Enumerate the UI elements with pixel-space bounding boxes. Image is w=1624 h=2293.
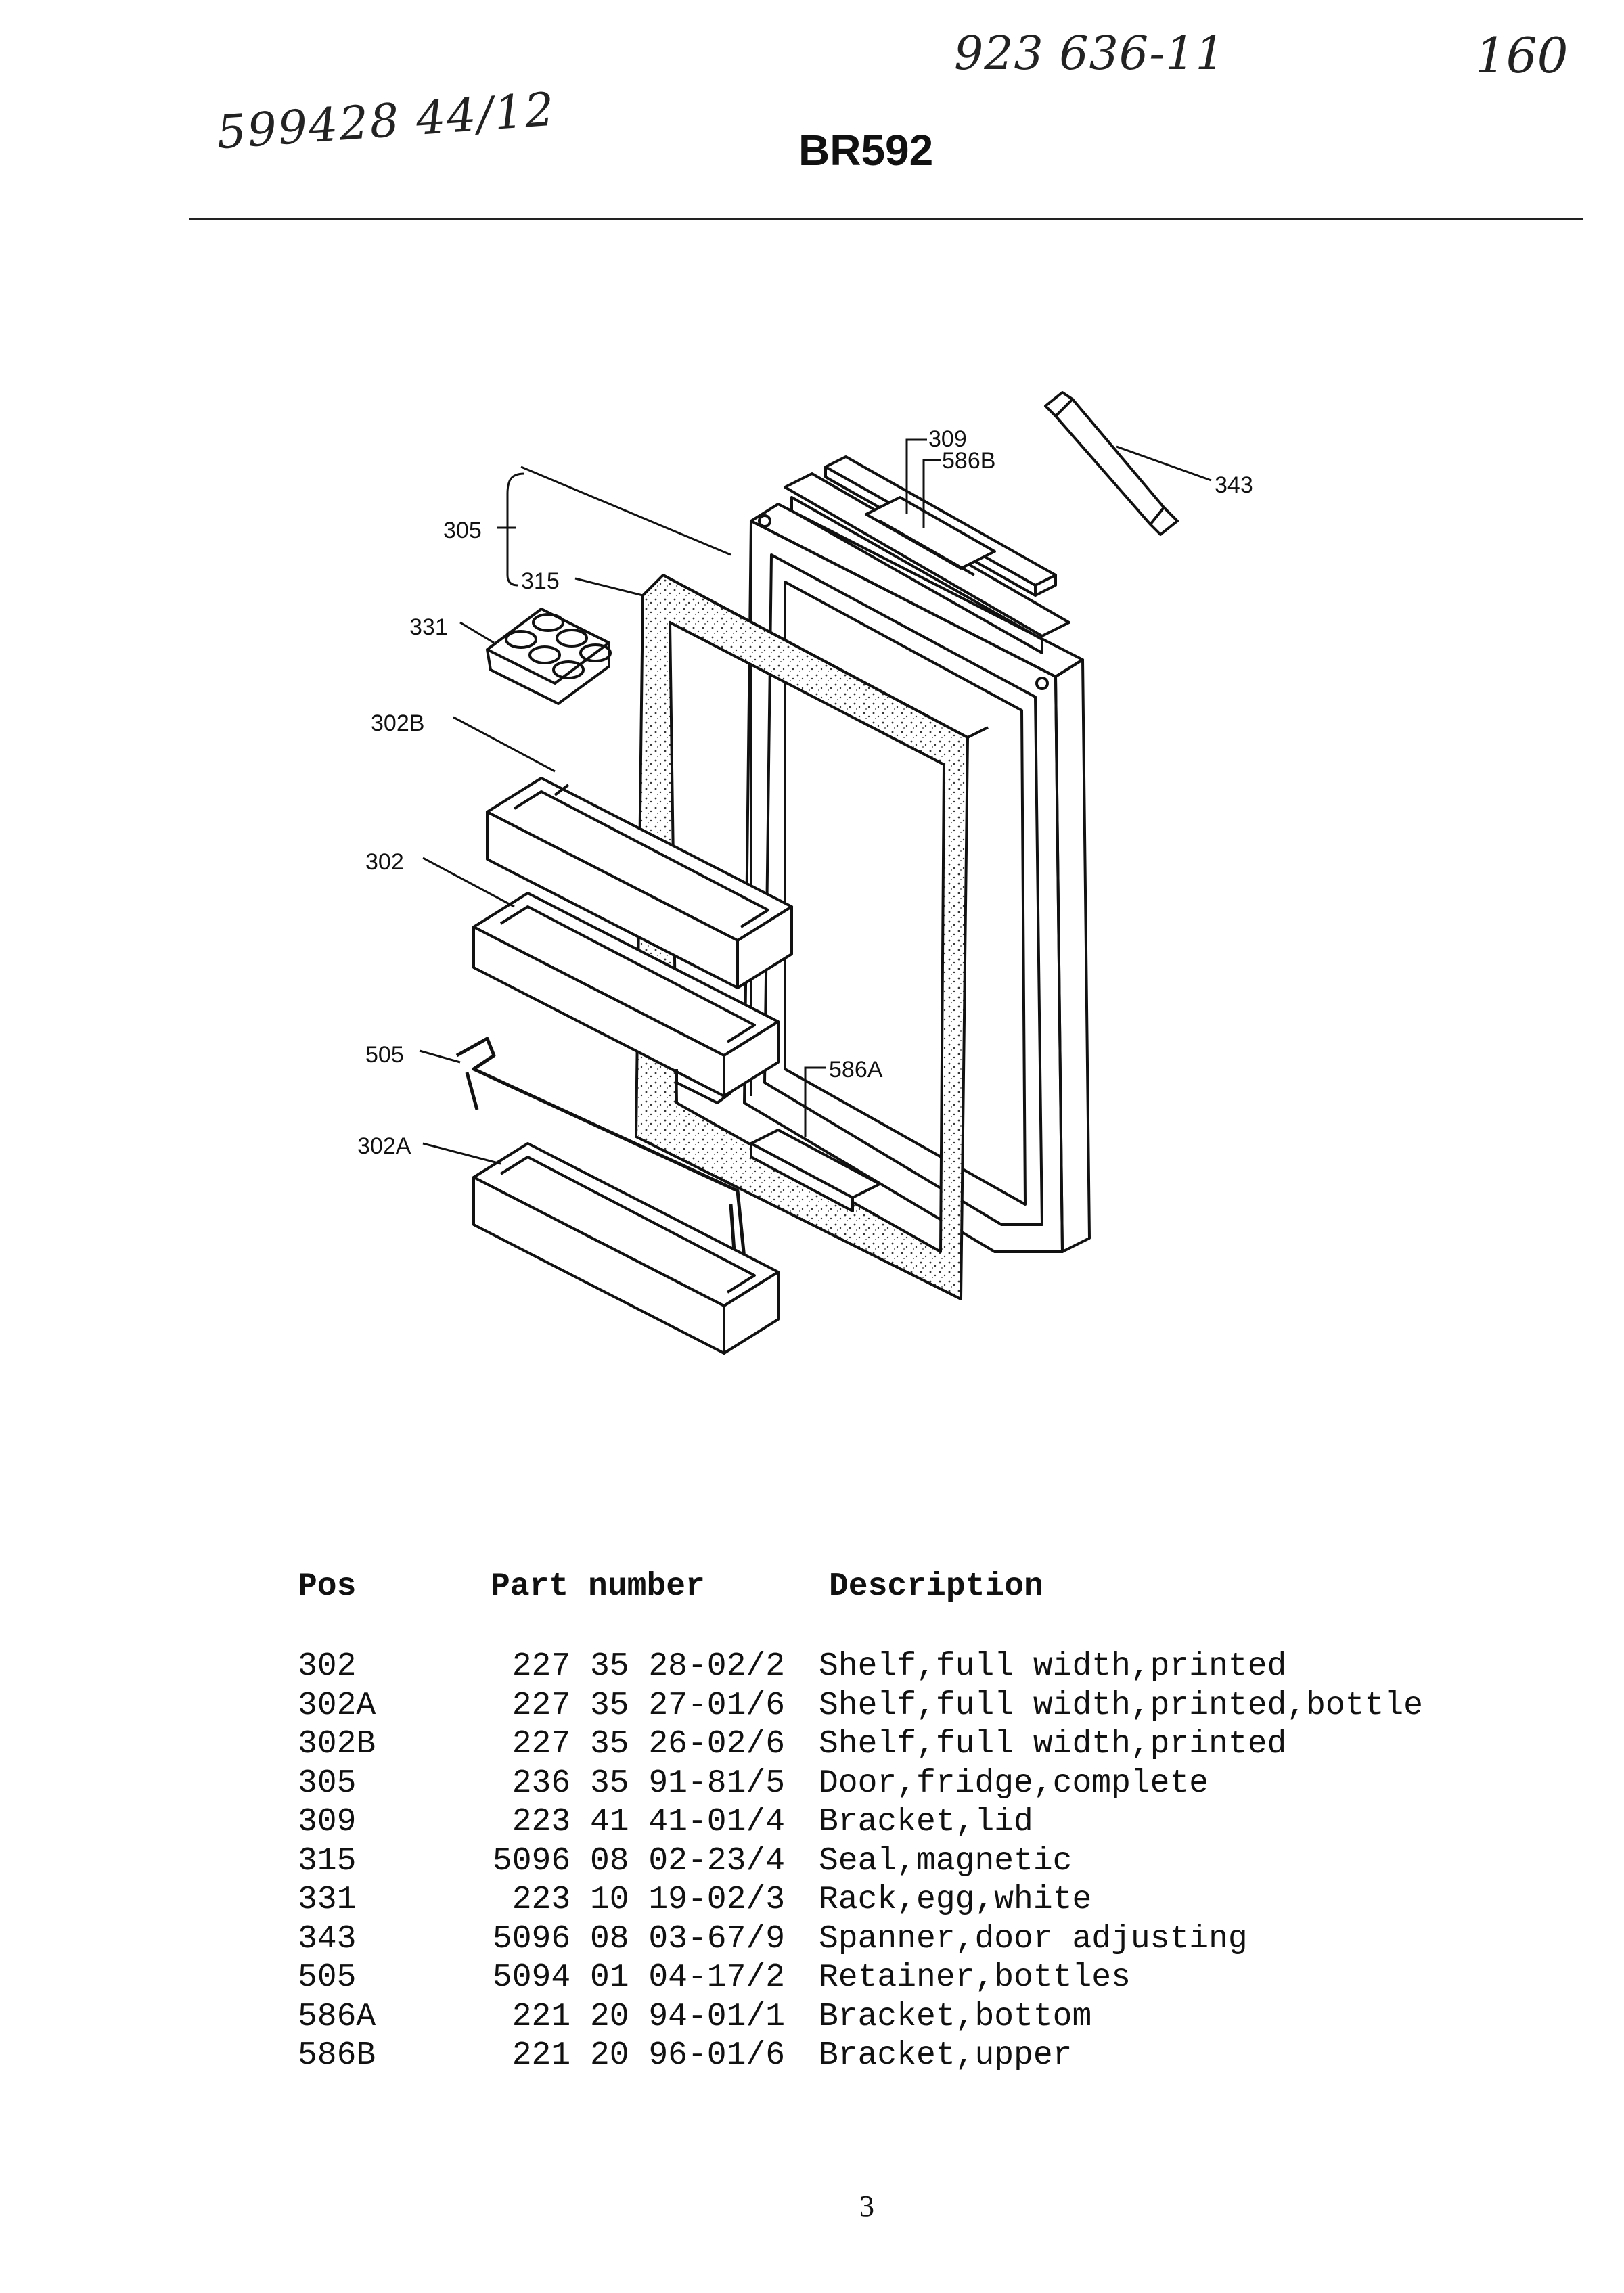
cell-part-number: 227 35 26-02/6 (512, 1726, 785, 1763)
shelf-302b (486, 777, 793, 989)
cell-description: Bracket,bottom (819, 1998, 1092, 2035)
egg-rack (486, 608, 612, 705)
cell-part-number: 221 20 94-01/1 (512, 1998, 785, 2035)
cell-description: Bracket,lid (819, 1804, 1033, 1840)
bottle-retainer (455, 1037, 746, 1259)
upper-bracket (865, 496, 996, 576)
header-pos: Pos (298, 1568, 357, 1605)
cell-pos: 505 (298, 1959, 357, 1996)
table-row: 309 223 41 41-01/4 Bracket,lid (298, 1804, 1516, 1842)
cell-pos: 331 (298, 1882, 357, 1918)
bottom-bracket (750, 1129, 881, 1212)
cell-part-number: 5096 08 03-67/9 (492, 1920, 785, 1957)
shelf-302 (472, 892, 780, 1104)
model-title: BR592 (798, 126, 934, 175)
cell-part-number: 5094 01 04-17/2 (492, 1959, 785, 1996)
spanner (1044, 391, 1179, 536)
table-row: 302A 227 35 27-01/6 Shelf,full width,print… (298, 1687, 1516, 1725)
callout-343: 343 (1215, 472, 1253, 498)
cell-description: Bracket,upper (819, 2037, 1073, 2074)
cell-description: Retainer,bottles (819, 1959, 1131, 1996)
cell-part-number: 5096 08 02-23/4 (492, 1842, 785, 1880)
door-top-frame (784, 472, 1070, 654)
table-row: 505 5094 01 04-17/2 Retainer,bottles (298, 1959, 1516, 1997)
handwritten-note-middle: 923 636-11 (954, 27, 1225, 81)
leader-lines (419, 438, 1212, 1165)
table-row: 302 227 35 28-02/2 Shelf,full width,printe… (298, 1648, 1516, 1686)
exploded-door-diagram: 309 586B 343 305 315 331 302B 302 505 58… (357, 391, 1253, 1355)
cell-pos: 315 (298, 1842, 357, 1880)
table-row: 586A 221 20 94-01/1 Bracket,bottom (298, 1999, 1516, 2037)
cell-part-number: 236 35 91-81/5 (512, 1765, 785, 1802)
callout-331: 331 (409, 614, 448, 640)
callout-505: 505 (365, 1042, 404, 1068)
callout-586a: 586A (829, 1057, 883, 1083)
cell-part-number: 223 10 19-02/3 (512, 1882, 785, 1918)
cell-description: Shelf,full width,printed (819, 1648, 1287, 1685)
cell-pos: 302 (298, 1648, 357, 1685)
cell-description: Spanner,door adjusting (819, 1920, 1248, 1957)
cell-pos: 343 (298, 1920, 357, 1957)
header-description: Description (829, 1568, 1043, 1605)
callout-315: 315 (521, 568, 560, 594)
table-row: 302B 227 35 26-02/6 Shelf,full width,print… (298, 1726, 1516, 1764)
header-part-number: Part number (491, 1568, 705, 1605)
cell-description: Rack,egg,white (819, 1882, 1092, 1918)
table-row: 586B 221 20 96-01/6 Bracket,upper (298, 2037, 1516, 2075)
callout-302b: 302B (371, 710, 424, 736)
callout-586b: 586B (942, 448, 995, 474)
callout-309: 309 (928, 426, 967, 452)
shelf-302a (472, 1142, 780, 1355)
callout-305: 305 (443, 518, 482, 543)
cell-part-number: 227 35 27-01/6 (512, 1687, 785, 1724)
table-row: 331 223 10 19-02/3 Rack,egg,white (298, 1882, 1516, 1920)
cell-pos: 586A (298, 1998, 376, 2035)
table-row: 343 5096 08 03-67/9 Spanner,door adjusting (298, 1921, 1516, 1959)
cell-pos: 586B (298, 2037, 376, 2074)
cell-pos: 309 (298, 1804, 357, 1840)
header-rule (189, 218, 1583, 220)
cell-pos: 305 (298, 1765, 357, 1802)
cell-description: Door,fridge,complete (819, 1765, 1209, 1802)
callout-302a: 302A (357, 1133, 411, 1159)
callout-302: 302 (365, 849, 404, 875)
table-row: 305 236 35 91-81/5 Door,fridge,complete (298, 1765, 1516, 1803)
table-row: 315 5096 08 02-23/4 Seal,magnetic (298, 1843, 1516, 1881)
handwritten-note-right: 160 (1475, 27, 1569, 84)
cell-pos: 302B (298, 1726, 376, 1763)
cell-pos: 302A (298, 1687, 376, 1724)
cell-description: Seal,magnetic (819, 1842, 1073, 1880)
cell-part-number: 223 41 41-01/4 (512, 1804, 785, 1840)
cell-description: Shelf,full width,printed,bottle (819, 1687, 1423, 1724)
page-number: 3 (859, 2189, 874, 2223)
cell-description: Shelf,full width,printed (819, 1726, 1287, 1763)
cell-part-number: 227 35 28-02/2 (512, 1648, 785, 1685)
cell-part-number: 221 20 96-01/6 (512, 2037, 785, 2074)
